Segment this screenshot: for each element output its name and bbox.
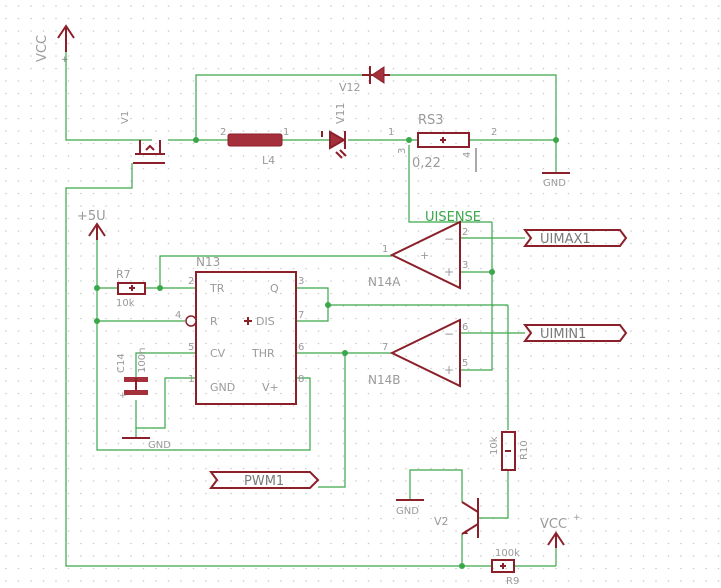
rs3-value: 0,22 xyxy=(412,156,441,171)
uimin-net-flag xyxy=(523,324,628,342)
r7-label: R7 xyxy=(116,268,131,281)
rs3-label: RS3 xyxy=(418,113,444,128)
vcc-top-symbol: + xyxy=(57,24,75,65)
n13-pin8: 8 xyxy=(298,374,304,385)
n13-pin-cv: CV xyxy=(210,347,226,360)
l4-pin2: 2 xyxy=(220,127,226,138)
n13-pin-tr: TR xyxy=(209,282,225,295)
gnd-rs3-label: GND xyxy=(543,178,566,189)
n14b-pin5: 5 xyxy=(462,358,468,369)
pwm-net-flag xyxy=(209,471,320,489)
plus5v-symbol xyxy=(88,222,106,240)
n13-pin7: 7 xyxy=(298,310,304,321)
r9-resistor-symbol xyxy=(491,559,515,573)
c14-value: 100n xyxy=(137,348,148,373)
r10-label: R10 xyxy=(519,440,530,460)
wires xyxy=(65,52,557,567)
junction-dots xyxy=(94,137,559,569)
n14a-pin3: 3 xyxy=(462,260,468,271)
svg-text:−: − xyxy=(444,232,454,246)
l4-pin1: 1 xyxy=(283,127,289,138)
n14b-pin6: 6 xyxy=(462,322,468,333)
n14b-label: N14B xyxy=(368,373,400,387)
v12-label: V12 xyxy=(339,81,361,94)
v12-diode-symbol xyxy=(362,66,390,84)
r7-value: 10k xyxy=(116,298,135,309)
uimax-net-label: UIMAX1 xyxy=(540,232,591,247)
c14-capacitor-symbol: + xyxy=(119,377,148,401)
vcc-top-label: VCC xyxy=(35,35,50,62)
l4-inductor-symbol xyxy=(227,133,283,147)
svg-text:+: + xyxy=(119,391,127,401)
vcc-bottom-label: VCC xyxy=(540,517,567,532)
n14b-pin7: 7 xyxy=(382,342,388,353)
rs3-pin2: 2 xyxy=(491,127,497,138)
n14a-pin1: 1 xyxy=(382,244,388,255)
v1-mosfet-symbol xyxy=(133,140,165,164)
n13-pin-vplus: V+ xyxy=(262,381,279,394)
uisense-net-label: UISENSE xyxy=(425,210,481,225)
svg-text:+: + xyxy=(444,265,454,279)
n13-pin-r: R xyxy=(210,315,218,328)
v11-led-symbol xyxy=(321,130,347,159)
plus5v-label: +5U xyxy=(77,209,106,224)
n13-ic-symbol xyxy=(185,271,297,405)
gnd-c14-label: GND xyxy=(148,440,171,451)
n13-pin2: 2 xyxy=(188,276,194,287)
svg-text:−: − xyxy=(444,327,454,341)
n13-pin-gnd: GND xyxy=(210,381,235,394)
r9-value: 100k xyxy=(495,548,520,559)
n13-pin5: 5 xyxy=(188,342,194,353)
svg-text:+: + xyxy=(420,249,429,262)
n14a-pin2: 2 xyxy=(462,227,468,238)
rs3-pin1: 1 xyxy=(388,127,394,138)
n13-pin3: 3 xyxy=(298,276,304,287)
r10-resistor-symbol xyxy=(501,431,516,471)
r10-value: 10k xyxy=(489,436,500,455)
v2-transistor-symbol xyxy=(461,498,479,538)
vcc-bottom-symbol xyxy=(547,531,565,548)
v1-label: V1 xyxy=(120,111,131,124)
n13-pin-thr: THR xyxy=(251,347,275,360)
uimin-net-label: UIMIN1 xyxy=(540,327,586,342)
uimax-net-flag xyxy=(523,229,628,247)
n13-pin1: 1 xyxy=(188,374,194,385)
svg-text:+: + xyxy=(573,513,581,523)
n13-label: N13 xyxy=(196,255,220,269)
svg-text:+: + xyxy=(61,55,69,65)
rs3-pin3: 3 xyxy=(397,148,408,154)
c14-label: C14 xyxy=(116,353,127,373)
n14a-label: N14A xyxy=(368,275,401,289)
n14a-opamp-symbol: − + + xyxy=(389,220,461,290)
rs3-pin4: 4 xyxy=(462,152,473,158)
rs3-resistor-symbol xyxy=(417,132,477,172)
n13-pin6: 6 xyxy=(298,342,304,353)
v11-label: V11 xyxy=(334,102,347,124)
n13-pin-dis: DIS xyxy=(256,315,275,328)
l4-label: L4 xyxy=(262,154,275,167)
r7-resistor-symbol xyxy=(117,282,146,295)
n13-pin4: 4 xyxy=(175,310,181,321)
gnd-v2-label: GND xyxy=(396,506,419,517)
v2-label: V2 xyxy=(434,515,449,528)
svg-text:+: + xyxy=(444,363,454,377)
n13-pin-q: Q xyxy=(270,282,279,295)
n14b-opamp-symbol: − + xyxy=(389,318,461,388)
r9-label: R9 xyxy=(506,576,519,587)
pwm-net-label: PWM1 xyxy=(244,474,284,489)
